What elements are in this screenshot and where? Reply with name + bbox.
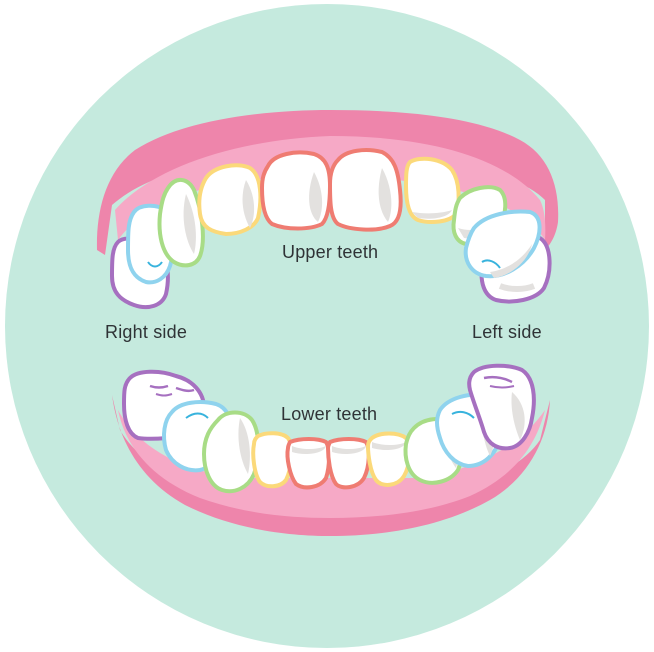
upper-right-central bbox=[260, 150, 332, 231]
upper-right-canine bbox=[157, 178, 205, 268]
lower-right-central bbox=[285, 437, 331, 490]
lower-right-lateral bbox=[251, 431, 294, 489]
upper-gum-outer bbox=[96, 110, 559, 255]
right-side-label: Right side bbox=[105, 322, 188, 342]
lower-left-central bbox=[326, 437, 371, 490]
upper-left-central bbox=[328, 148, 403, 232]
background-circle bbox=[5, 4, 649, 648]
upper-left-lateral bbox=[404, 156, 461, 224]
lower-left-molar bbox=[467, 363, 536, 451]
lower-right-canine bbox=[202, 410, 261, 494]
lower-left-lateral bbox=[366, 431, 412, 487]
upper-right-lateral bbox=[197, 163, 263, 236]
lower-teeth-label: Lower teeth bbox=[281, 404, 378, 424]
upper-teeth-label: Upper teeth bbox=[282, 242, 379, 262]
upper-left-premolar bbox=[463, 209, 542, 279]
left-side-label: Left side bbox=[472, 322, 542, 342]
